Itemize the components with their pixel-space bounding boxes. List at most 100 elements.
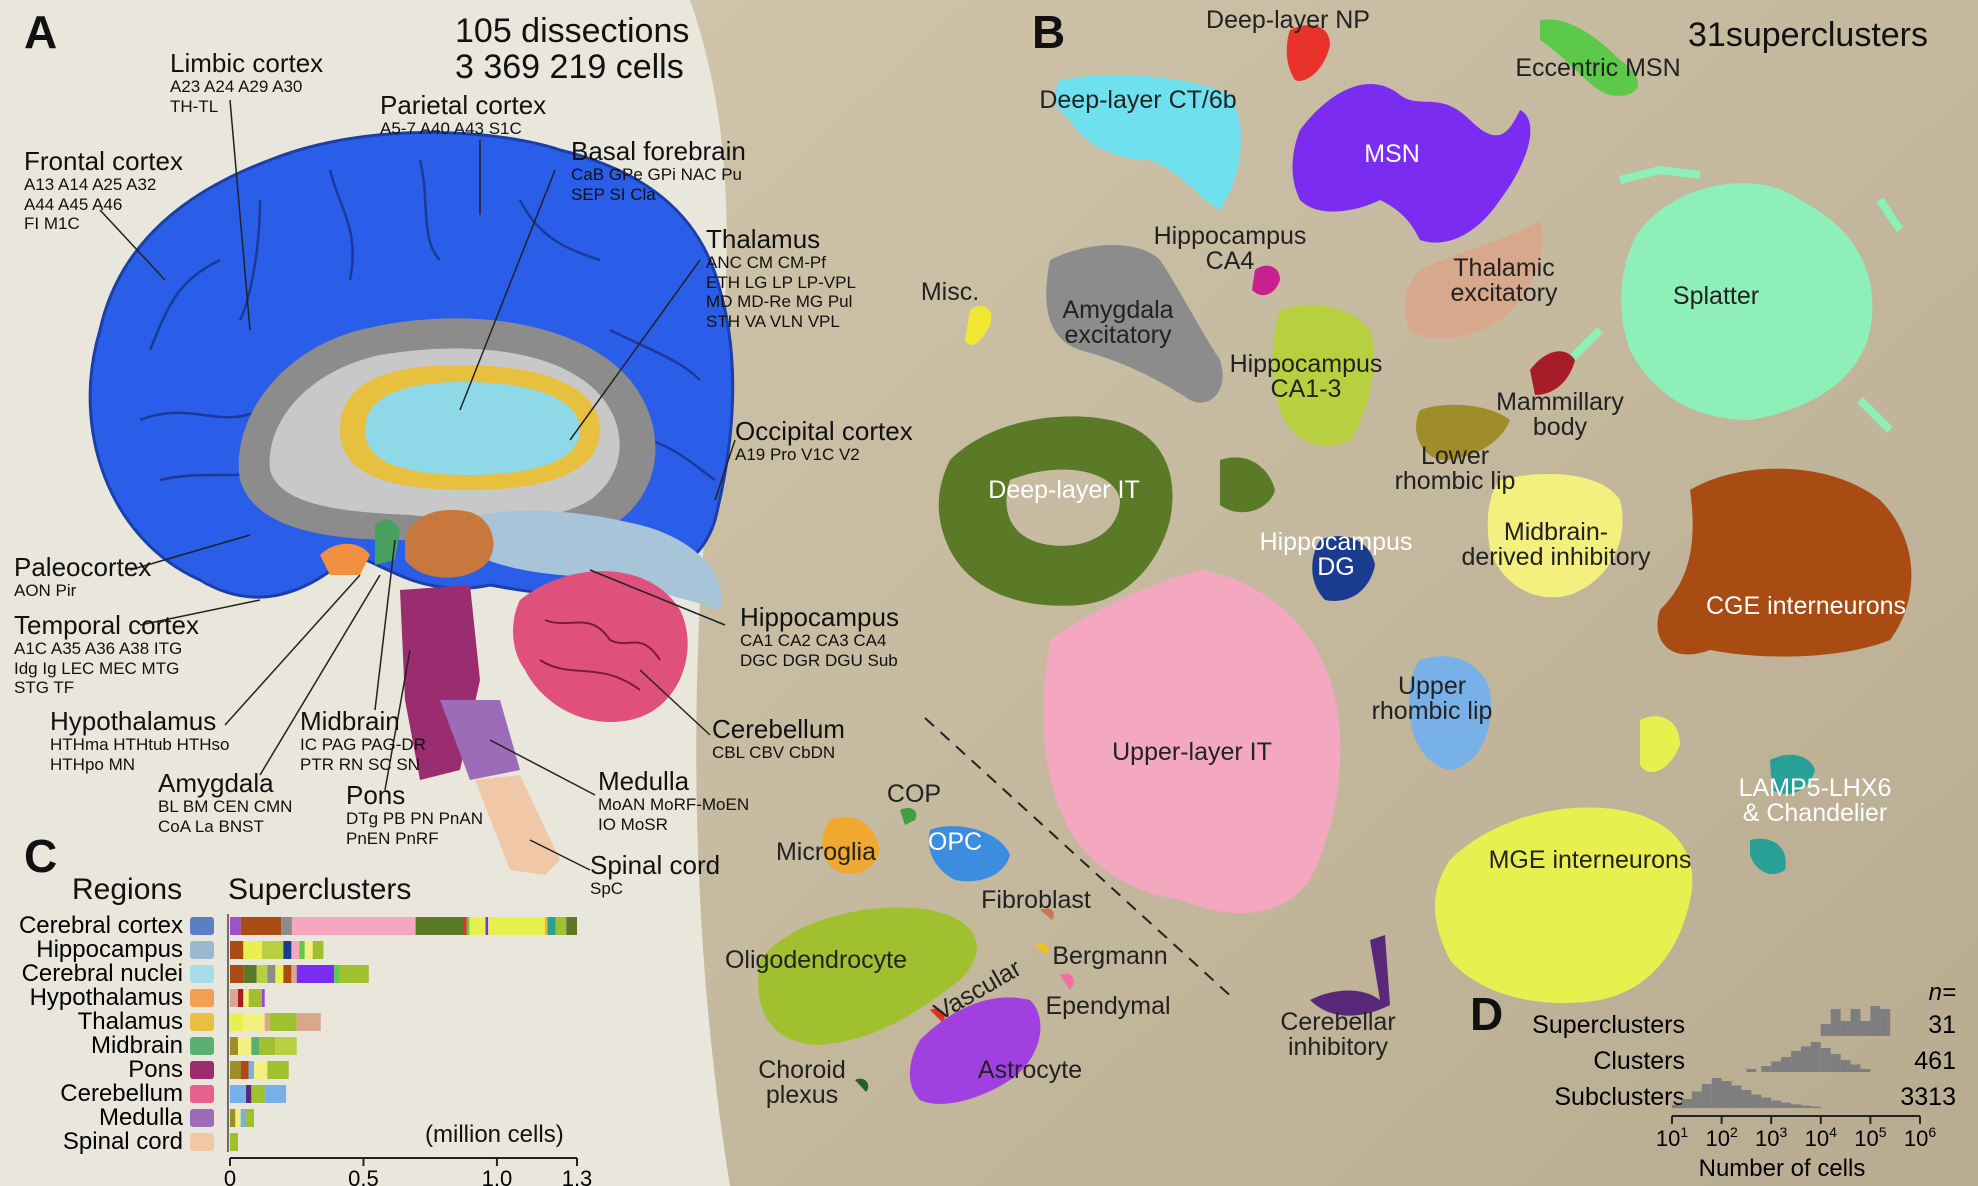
x-tick-label: 1.0 — [482, 1166, 513, 1186]
cluster-splatter — [1621, 183, 1873, 420]
cluster-label-hippo-dg: Hippocampus DG — [1259, 528, 1413, 581]
histogram-bin — [1870, 1006, 1881, 1036]
histogram-bin — [1761, 1066, 1772, 1072]
cluster-label-upper-rl: Upper rhombic lip — [1371, 672, 1493, 725]
cluster-label-cop: COP — [886, 780, 942, 808]
cluster-cerebellar-inh — [1310, 935, 1390, 1016]
cluster-label-hippo-ca13: Hippocampus CA1-3 — [1229, 350, 1383, 403]
cluster-opc — [928, 826, 1010, 882]
bar-segment — [251, 1085, 265, 1103]
bar-segment — [230, 1013, 244, 1031]
region-swatch — [190, 941, 214, 959]
region-subregions: A19 Pro V1C V2 — [735, 445, 860, 465]
histogram-bin — [1820, 1024, 1831, 1036]
bar-segment — [264, 1085, 287, 1103]
histogram-bin — [1840, 1021, 1851, 1036]
histogram-bin — [1771, 1061, 1782, 1072]
cluster-label-deep-ct: Deep-layer CT/6b — [1039, 86, 1237, 114]
bar-segment — [243, 965, 257, 983]
region-row-label: Cerebellum — [60, 1080, 183, 1107]
bar-segment — [547, 917, 556, 935]
region-name: Paleocortex — [14, 552, 152, 582]
bar-segment — [230, 1085, 247, 1103]
bar-segment — [243, 941, 263, 959]
cluster-label-eccentric-msn: Eccentric MSN — [1515, 54, 1681, 82]
region-subregions: MD MD-Re MG Pul — [706, 292, 853, 312]
region-subregions: SpC — [590, 879, 624, 899]
region-subregions: HTHma HTHtub HTHso — [50, 735, 230, 755]
dissections-count: 105 dissections — [455, 12, 690, 50]
cluster-mammillary — [1530, 351, 1575, 395]
spinal-cord-shape — [475, 775, 560, 875]
region-subregions: CA1 CA2 CA3 CA4 — [740, 631, 887, 651]
unit-label: (million cells) — [425, 1121, 564, 1148]
histogram-bin — [1731, 1085, 1742, 1108]
region-name: Hypothalamus — [50, 706, 217, 736]
medulla-shape — [440, 700, 520, 780]
cluster-label-astrocyte: Astrocyte — [977, 1056, 1083, 1084]
region-row-label: Thalamus — [78, 1008, 183, 1035]
region-name: Hippocampus — [740, 602, 899, 632]
cluster-label-hippo-ca4: Hippocampus CA4 — [1153, 222, 1307, 275]
cluster-label-opc: OPC — [927, 828, 983, 856]
region-row-label: Pons — [128, 1056, 183, 1083]
bar-segment — [415, 917, 465, 935]
cluster-ependymal — [1060, 973, 1074, 990]
histogram-bin — [1791, 1051, 1801, 1072]
cluster-label-ependymal: Ependymal — [1045, 992, 1171, 1020]
panel-label-a: A — [24, 6, 58, 58]
bar-segment — [230, 1133, 239, 1151]
region-subregions: FI M1C — [24, 214, 80, 234]
cluster-mge-small — [1640, 716, 1680, 773]
bar-segment — [238, 989, 244, 1007]
bar-segment — [256, 965, 268, 983]
region-subregions: IO MoSR — [598, 814, 668, 834]
region-subregions: BL BM CEN CMN — [158, 797, 293, 817]
region-subregions: A23 A24 A29 A30 — [170, 77, 303, 97]
region-subregions: ANC CM CM-Pf — [706, 253, 826, 273]
hypothalamus-shape — [405, 509, 494, 578]
region-name: Cerebellum — [712, 714, 845, 744]
histogram-bin — [1830, 1054, 1841, 1072]
cluster-bergmann — [1035, 943, 1049, 955]
region-subregions: MoAN MoRF-MoEN — [598, 795, 750, 815]
x-tick-label-d: 103 — [1755, 1124, 1787, 1151]
region-name: Pons — [346, 780, 406, 810]
bar-segment — [243, 1013, 265, 1031]
cluster-label-cge: CGE interneurons — [1705, 592, 1907, 620]
panel-label-b: B — [1032, 6, 1066, 58]
histogram-n: 3313 — [1900, 1083, 1956, 1111]
superclusters-header: Superclusters — [228, 873, 412, 906]
cluster-deep-ct — [1054, 75, 1241, 210]
bar-segment — [230, 917, 241, 935]
region-row-label: Cerebral cortex — [19, 912, 183, 939]
histogram-bin — [1810, 1106, 1821, 1108]
bar-segment — [243, 989, 249, 1007]
bar-segment — [485, 917, 489, 935]
histogram-label: Clusters — [1593, 1047, 1685, 1075]
bar-segment — [230, 989, 239, 1007]
region-swatch — [190, 1109, 214, 1127]
x-tick-label-d: 102 — [1705, 1124, 1737, 1151]
region-subregions: ETH LG LP LP-VPL — [706, 272, 856, 292]
bar-segment — [248, 989, 263, 1007]
bar-segment — [259, 1037, 276, 1055]
region-subregions: STH VA VLN VPL — [706, 311, 840, 331]
umap-divider-line — [924, 717, 1236, 1001]
bar-segment — [238, 1037, 252, 1055]
bar-segment — [283, 941, 292, 959]
bar-segment — [264, 1013, 271, 1031]
bar-segment — [251, 1037, 260, 1055]
region-subregions: A5-7 A40 A43 S1C — [380, 119, 522, 139]
histogram-bin — [1691, 1091, 1702, 1108]
region-subregions: PnEN PnRF — [346, 828, 439, 848]
cluster-label-microglia: Microglia — [775, 838, 877, 866]
region-subregions: PTR RN SC SN — [300, 754, 420, 774]
bar-segment — [334, 965, 340, 983]
bar-segment — [246, 1109, 255, 1127]
bar-segment — [230, 965, 244, 983]
